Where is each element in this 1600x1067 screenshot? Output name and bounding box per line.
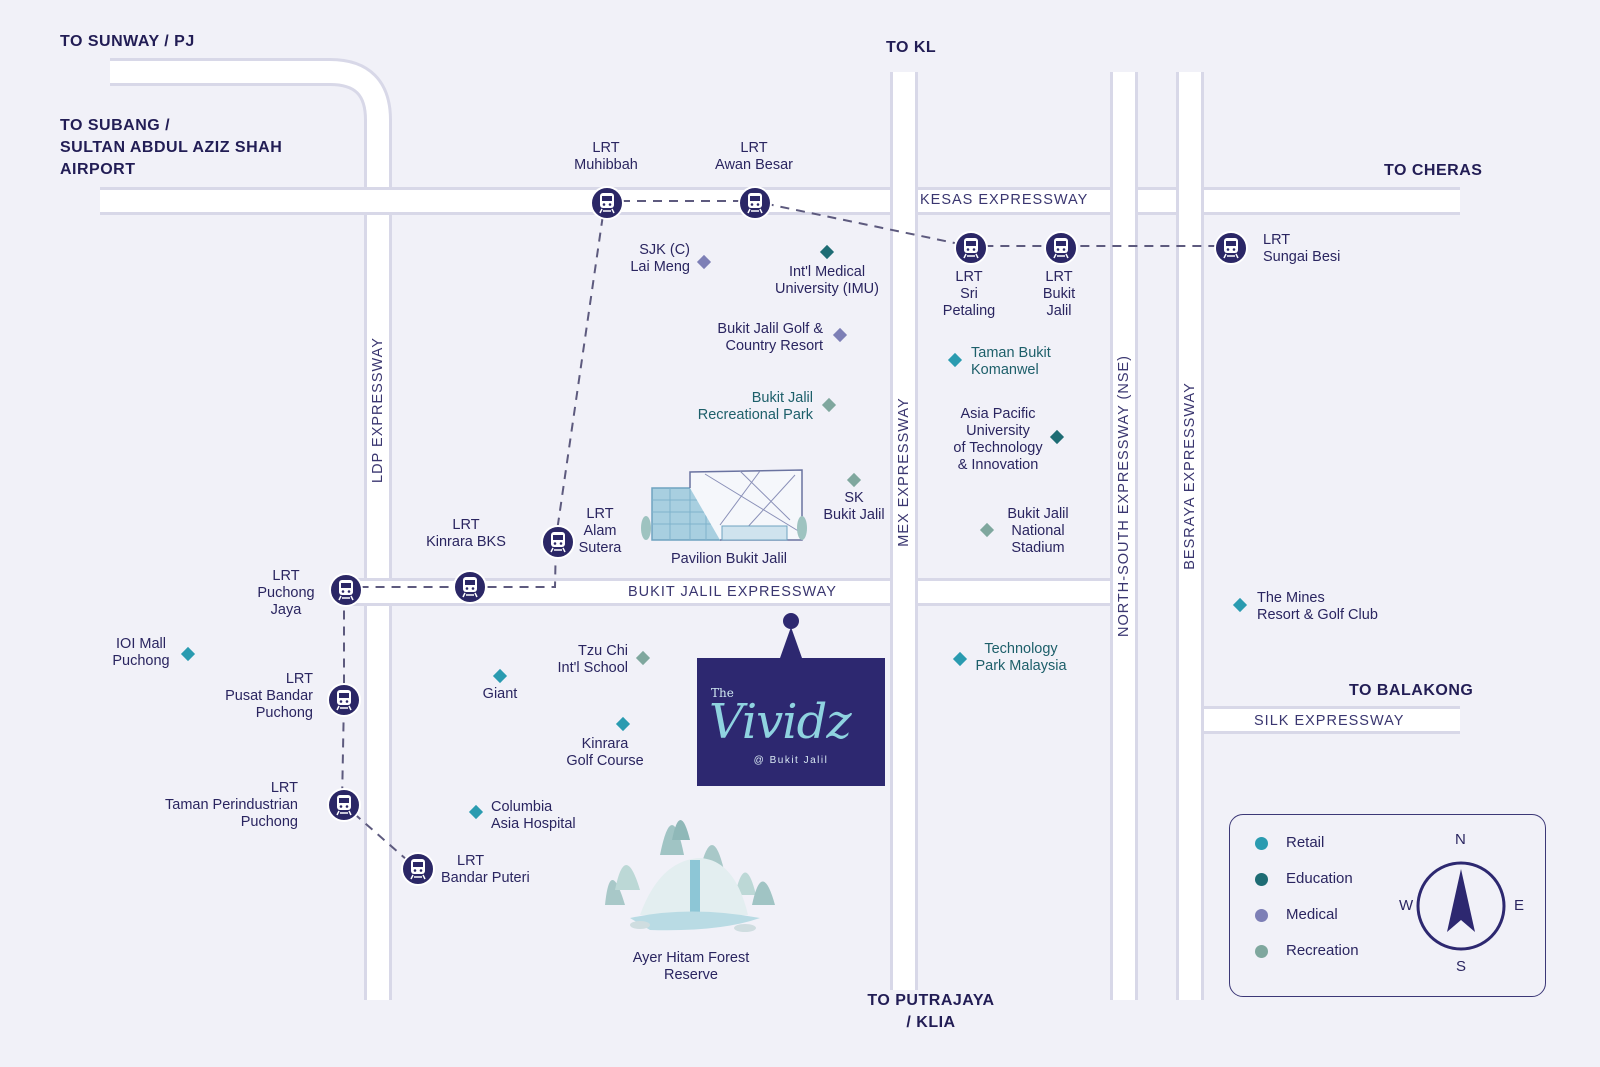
pavilion-building-icon [641, 469, 807, 541]
road-label-ldp: LDP EXPRESSWAY [370, 337, 386, 483]
project-vividz-logo[interactable]: The Vividz @ Bukit Jalil [697, 658, 885, 786]
lrt-station-bandar-puteri-icon[interactable] [401, 852, 435, 886]
road-label-bukit-jalil: BUKIT JALIL EXPRESSWAY [628, 584, 837, 600]
label-sjk: SJK (C)Lai Meng [630, 242, 690, 275]
train-glyph [550, 532, 566, 553]
lrt-station-alam-sutera-icon[interactable] [541, 525, 575, 559]
train-glyph [1223, 238, 1239, 259]
dir-cheras: TO CHERAS [1384, 162, 1483, 179]
train-glyph [747, 193, 763, 214]
project-the: The [711, 686, 734, 700]
forest-reserve-icon [605, 820, 775, 932]
road-label-besraya: BESRAYA EXPRESSWAY [1182, 382, 1198, 570]
compass-n: N [1455, 831, 1466, 848]
train-glyph [336, 690, 352, 711]
dir-putrajaya-1: TO PUTRAJAYA [867, 992, 995, 1009]
road-label-kesas: KESAS EXPRESSWAY [920, 192, 1089, 208]
dir-putrajaya-2: / KLIA [906, 1014, 956, 1031]
train-glyph [963, 238, 979, 259]
train-glyph [462, 577, 478, 598]
recreation-dot-icon [1255, 945, 1268, 958]
compass-icon [1416, 861, 1506, 951]
lrt-station-muhibbah-icon[interactable] [590, 186, 624, 220]
medical-dot-icon [1255, 909, 1268, 922]
dir-balakong: TO BALAKONG [1349, 682, 1474, 699]
compass-s: S [1456, 958, 1467, 975]
lrt-station-pusat-bandar-puchong-icon[interactable] [327, 683, 361, 717]
train-glyph [599, 193, 615, 214]
road-label-mex: MEX EXPRESSWAY [896, 397, 912, 547]
lrt-station-kinrara-bks-icon[interactable] [453, 570, 487, 604]
education-dot-icon [1255, 873, 1268, 886]
compass-w: W [1399, 897, 1414, 914]
train-glyph [338, 580, 354, 601]
lrt-station-bukit-jalil-icon[interactable] [1044, 231, 1078, 265]
dir-kl: TO KL [886, 39, 937, 56]
road-label-nse: NORTH-SOUTH EXPRESSWAY (NSE) [1116, 354, 1132, 638]
lrt-station-taman-perindustrian-puchong-icon[interactable] [327, 788, 361, 822]
project-name: Vividz [709, 694, 852, 750]
label-giant: Giant [482, 686, 518, 702]
project-sub: @ Bukit Jalil [753, 755, 829, 766]
lrt-station-puchong-jaya-icon[interactable] [329, 573, 363, 607]
lrt-station-sri-petaling-icon[interactable] [954, 231, 988, 265]
dir-subang-2: SULTAN ABDUL AZIZ SHAH [60, 139, 283, 156]
train-glyph [410, 859, 426, 880]
dir-sunway: TO SUNWAY / PJ [60, 33, 195, 50]
train-glyph [336, 795, 352, 816]
dir-subang-3: AIRPORT [60, 161, 136, 178]
dir-subang-1: TO SUBANG / [60, 117, 171, 134]
project-pin [780, 613, 802, 658]
retail-dot-icon [1255, 837, 1268, 850]
road-label-silk: SILK EXPRESSWAY [1254, 713, 1405, 729]
label-golf-resort: Bukit Jalil Golf &Country Resort [717, 321, 823, 354]
lrt-station-sungai-besi-icon[interactable] [1214, 231, 1248, 265]
compass-e: E [1514, 897, 1525, 914]
train-glyph [1053, 238, 1069, 259]
label-pavilion: Pavilion Bukit Jalil [670, 551, 788, 567]
map-legend: Retail Education Medical Recreation N S … [1229, 814, 1546, 997]
lrt-station-awan-besar-icon[interactable] [738, 186, 772, 220]
